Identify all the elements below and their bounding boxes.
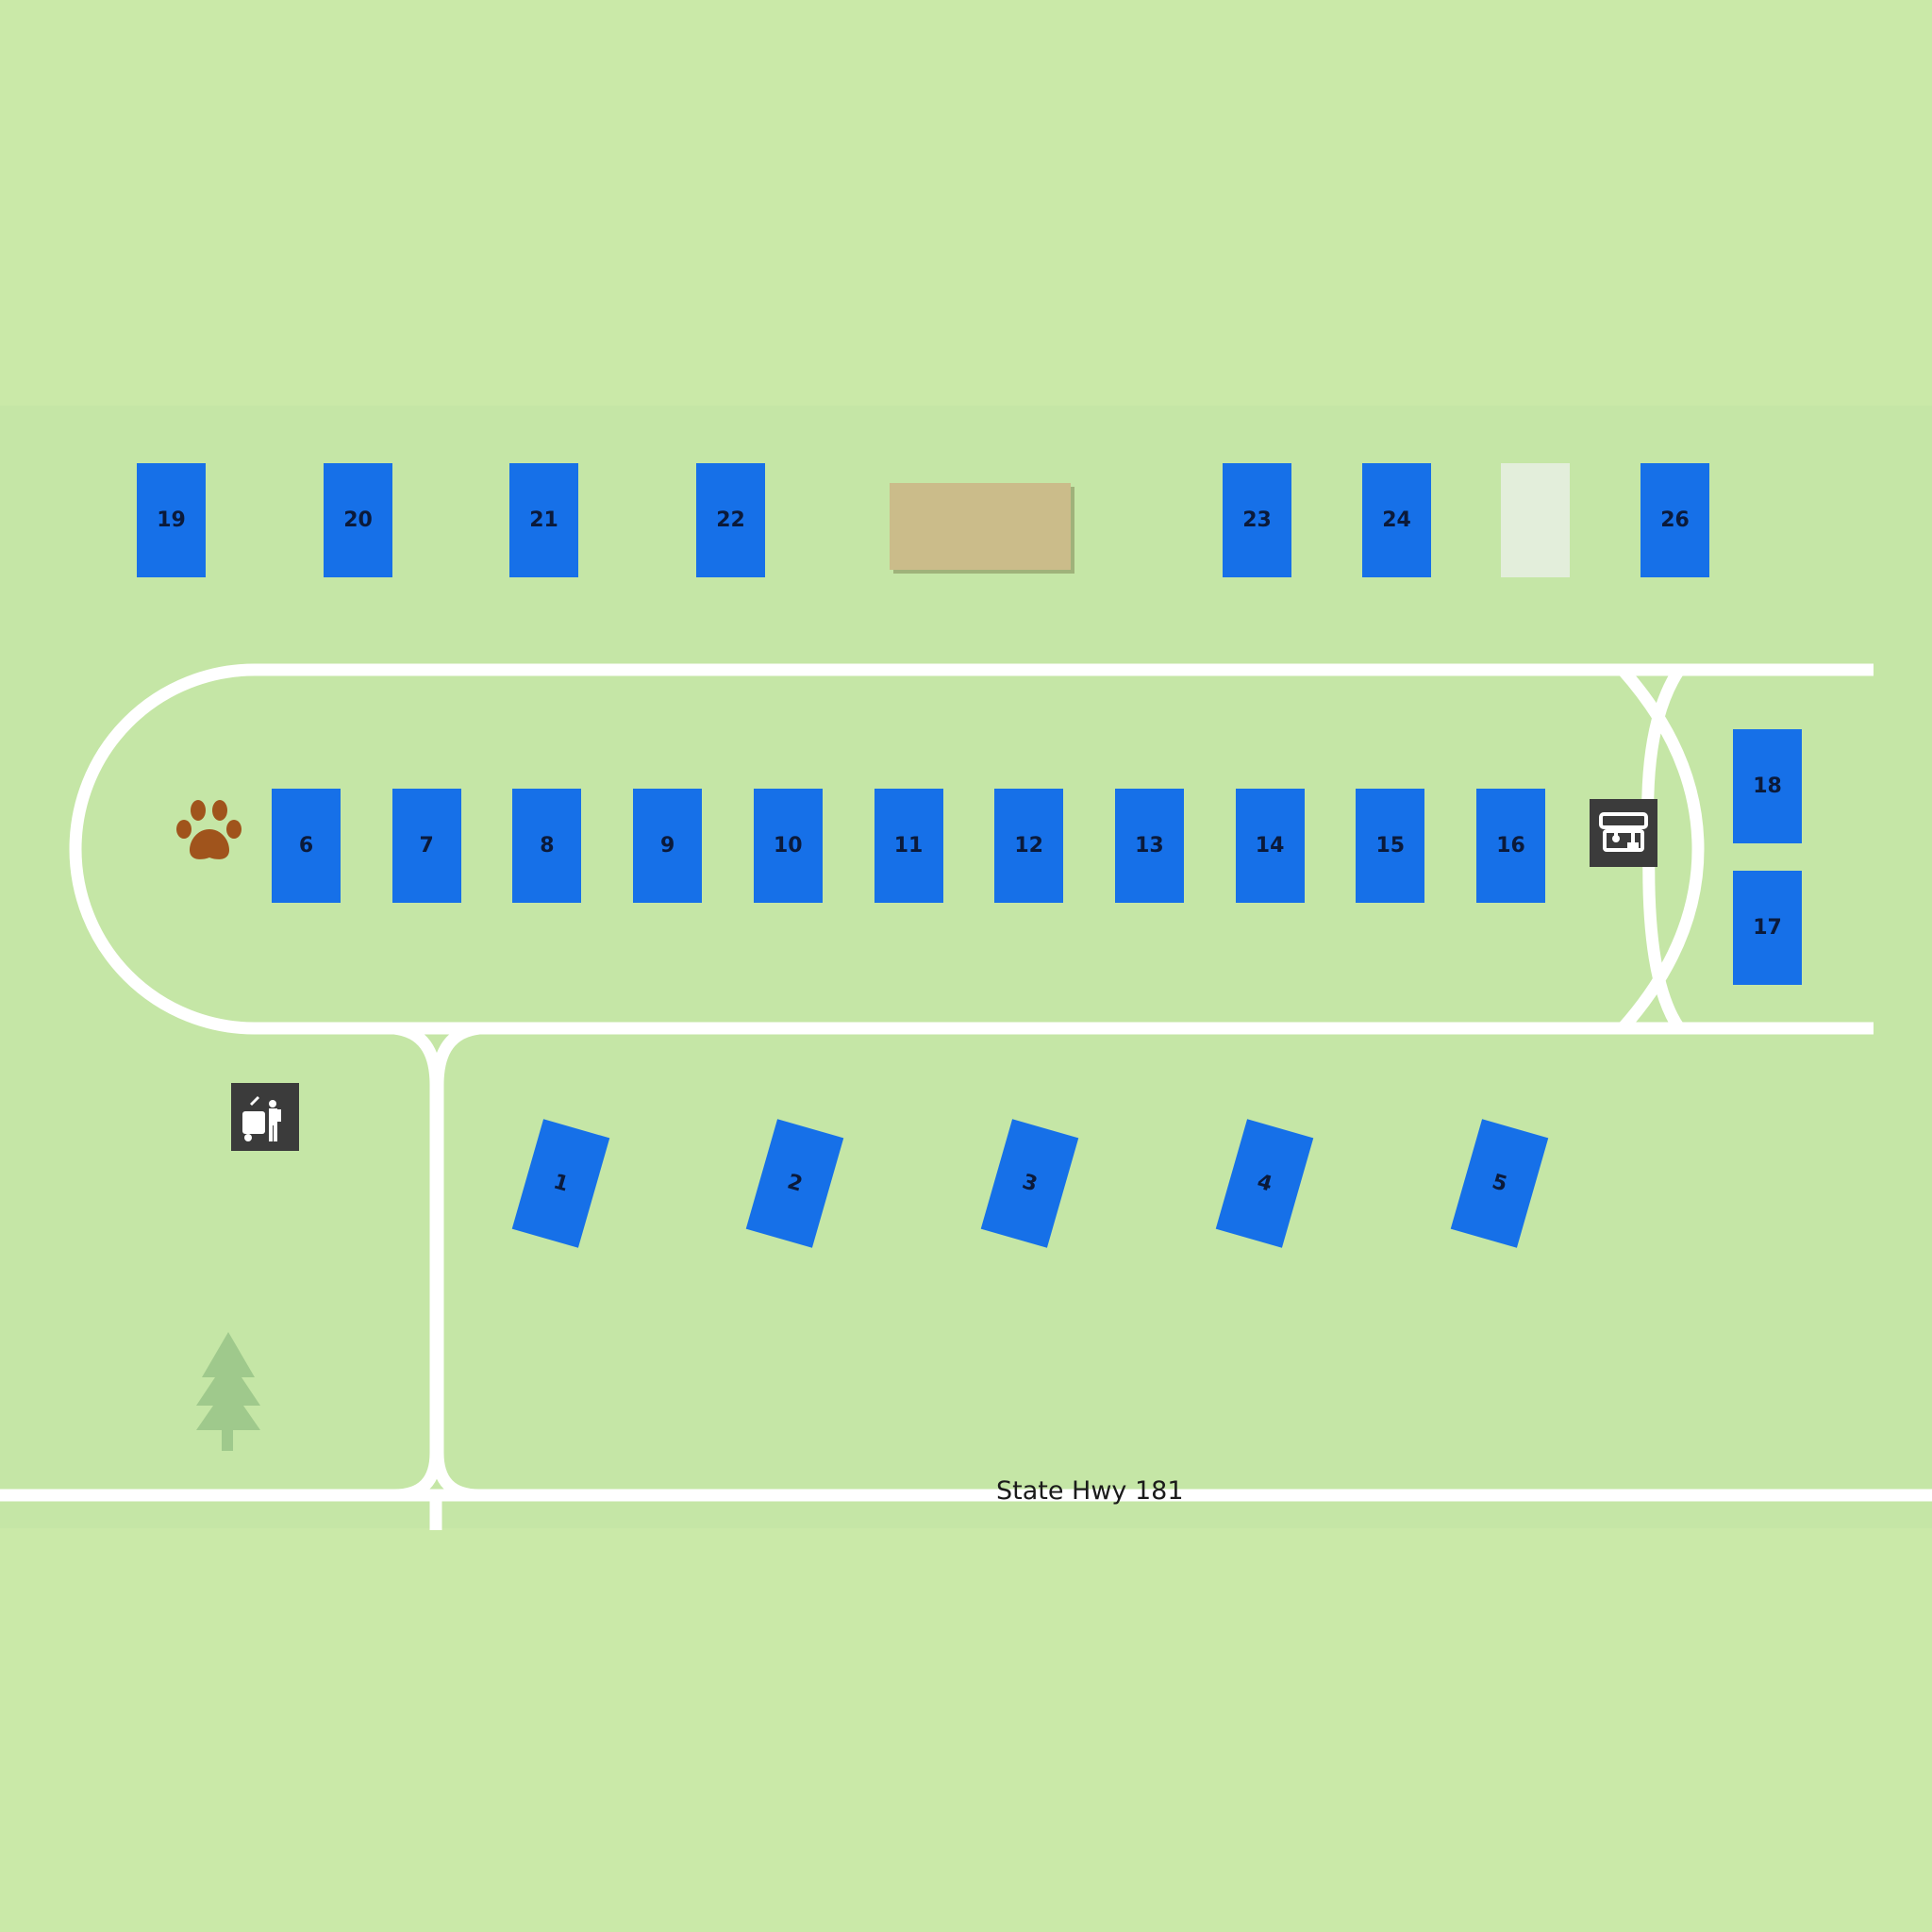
campsite-number: 21 bbox=[529, 508, 558, 532]
campsite-23[interactable]: 23 bbox=[1223, 463, 1291, 577]
campsite-6[interactable]: 6 bbox=[272, 789, 341, 903]
campsite-15[interactable]: 15 bbox=[1356, 789, 1425, 903]
campsite-number: 26 bbox=[1660, 508, 1690, 532]
campsite-number: 24 bbox=[1382, 508, 1411, 532]
campsite-number: 4 bbox=[1254, 1170, 1275, 1197]
campsite-number: 16 bbox=[1496, 834, 1525, 858]
campsite-number: 1 bbox=[550, 1170, 572, 1197]
trash-icon-glyph bbox=[242, 1096, 281, 1141]
campsite-number: 23 bbox=[1242, 508, 1272, 532]
road-label-highway: State Hwy 181 bbox=[996, 1476, 1184, 1506]
trash-disposal-icon[interactable] bbox=[231, 1083, 299, 1151]
campsite-7[interactable]: 7 bbox=[391, 789, 461, 903]
campsite-number: 13 bbox=[1135, 834, 1164, 858]
campsite-number: 5 bbox=[1489, 1170, 1510, 1197]
campsite-24[interactable]: 24 bbox=[1362, 463, 1431, 577]
campsite-number: 9 bbox=[659, 834, 675, 858]
paw-icon bbox=[176, 800, 242, 859]
campsite-10[interactable]: 10 bbox=[753, 789, 823, 903]
campsite-number: 8 bbox=[540, 834, 555, 858]
tree-icon bbox=[196, 1332, 260, 1451]
campsite-number: 17 bbox=[1753, 916, 1782, 940]
campsite-22[interactable]: 22 bbox=[696, 463, 765, 577]
campsite-13[interactable]: 13 bbox=[1114, 789, 1184, 903]
campsite-26[interactable]: 26 bbox=[1641, 463, 1709, 577]
building bbox=[890, 483, 1071, 570]
campsite-number: 15 bbox=[1375, 834, 1406, 858]
dump-station-icon-glyph bbox=[1599, 812, 1648, 852]
campsite-number: 6 bbox=[298, 834, 314, 858]
campsite-21[interactable]: 21 bbox=[509, 463, 578, 577]
grass-band bbox=[0, 406, 1932, 1528]
campsite-number: 22 bbox=[716, 508, 745, 532]
campsite-12[interactable]: 12 bbox=[994, 789, 1064, 903]
campsite-14[interactable]: 14 bbox=[1235, 789, 1305, 903]
campsite-number: 11 bbox=[893, 834, 924, 858]
campsite-number: 20 bbox=[343, 508, 373, 532]
campsite-number: 2 bbox=[784, 1170, 806, 1197]
campsite-number: 18 bbox=[1753, 774, 1782, 798]
campsite-number: 12 bbox=[1014, 834, 1043, 858]
campsite-8[interactable]: 8 bbox=[512, 789, 582, 903]
campsite-11[interactable]: 11 bbox=[874, 789, 943, 903]
campsite-17[interactable]: 17 bbox=[1733, 871, 1802, 985]
campsite-18[interactable]: 18 bbox=[1733, 729, 1802, 843]
campsite-vacant[interactable] bbox=[1501, 463, 1570, 577]
campsite-19[interactable]: 19 bbox=[137, 463, 206, 577]
campsite-16[interactable]: 16 bbox=[1476, 789, 1545, 903]
dump-station-icon[interactable] bbox=[1590, 799, 1657, 867]
campsite-number: 14 bbox=[1255, 834, 1285, 858]
campsite-number: 10 bbox=[773, 834, 803, 858]
campsite-9[interactable]: 9 bbox=[633, 789, 703, 903]
loop-road-outer bbox=[69, 663, 1874, 1035]
campsite-number: 7 bbox=[419, 834, 434, 858]
campsite-20[interactable]: 20 bbox=[324, 463, 392, 577]
campsite-number: 3 bbox=[1019, 1170, 1041, 1197]
campsite-number: 19 bbox=[157, 508, 186, 532]
